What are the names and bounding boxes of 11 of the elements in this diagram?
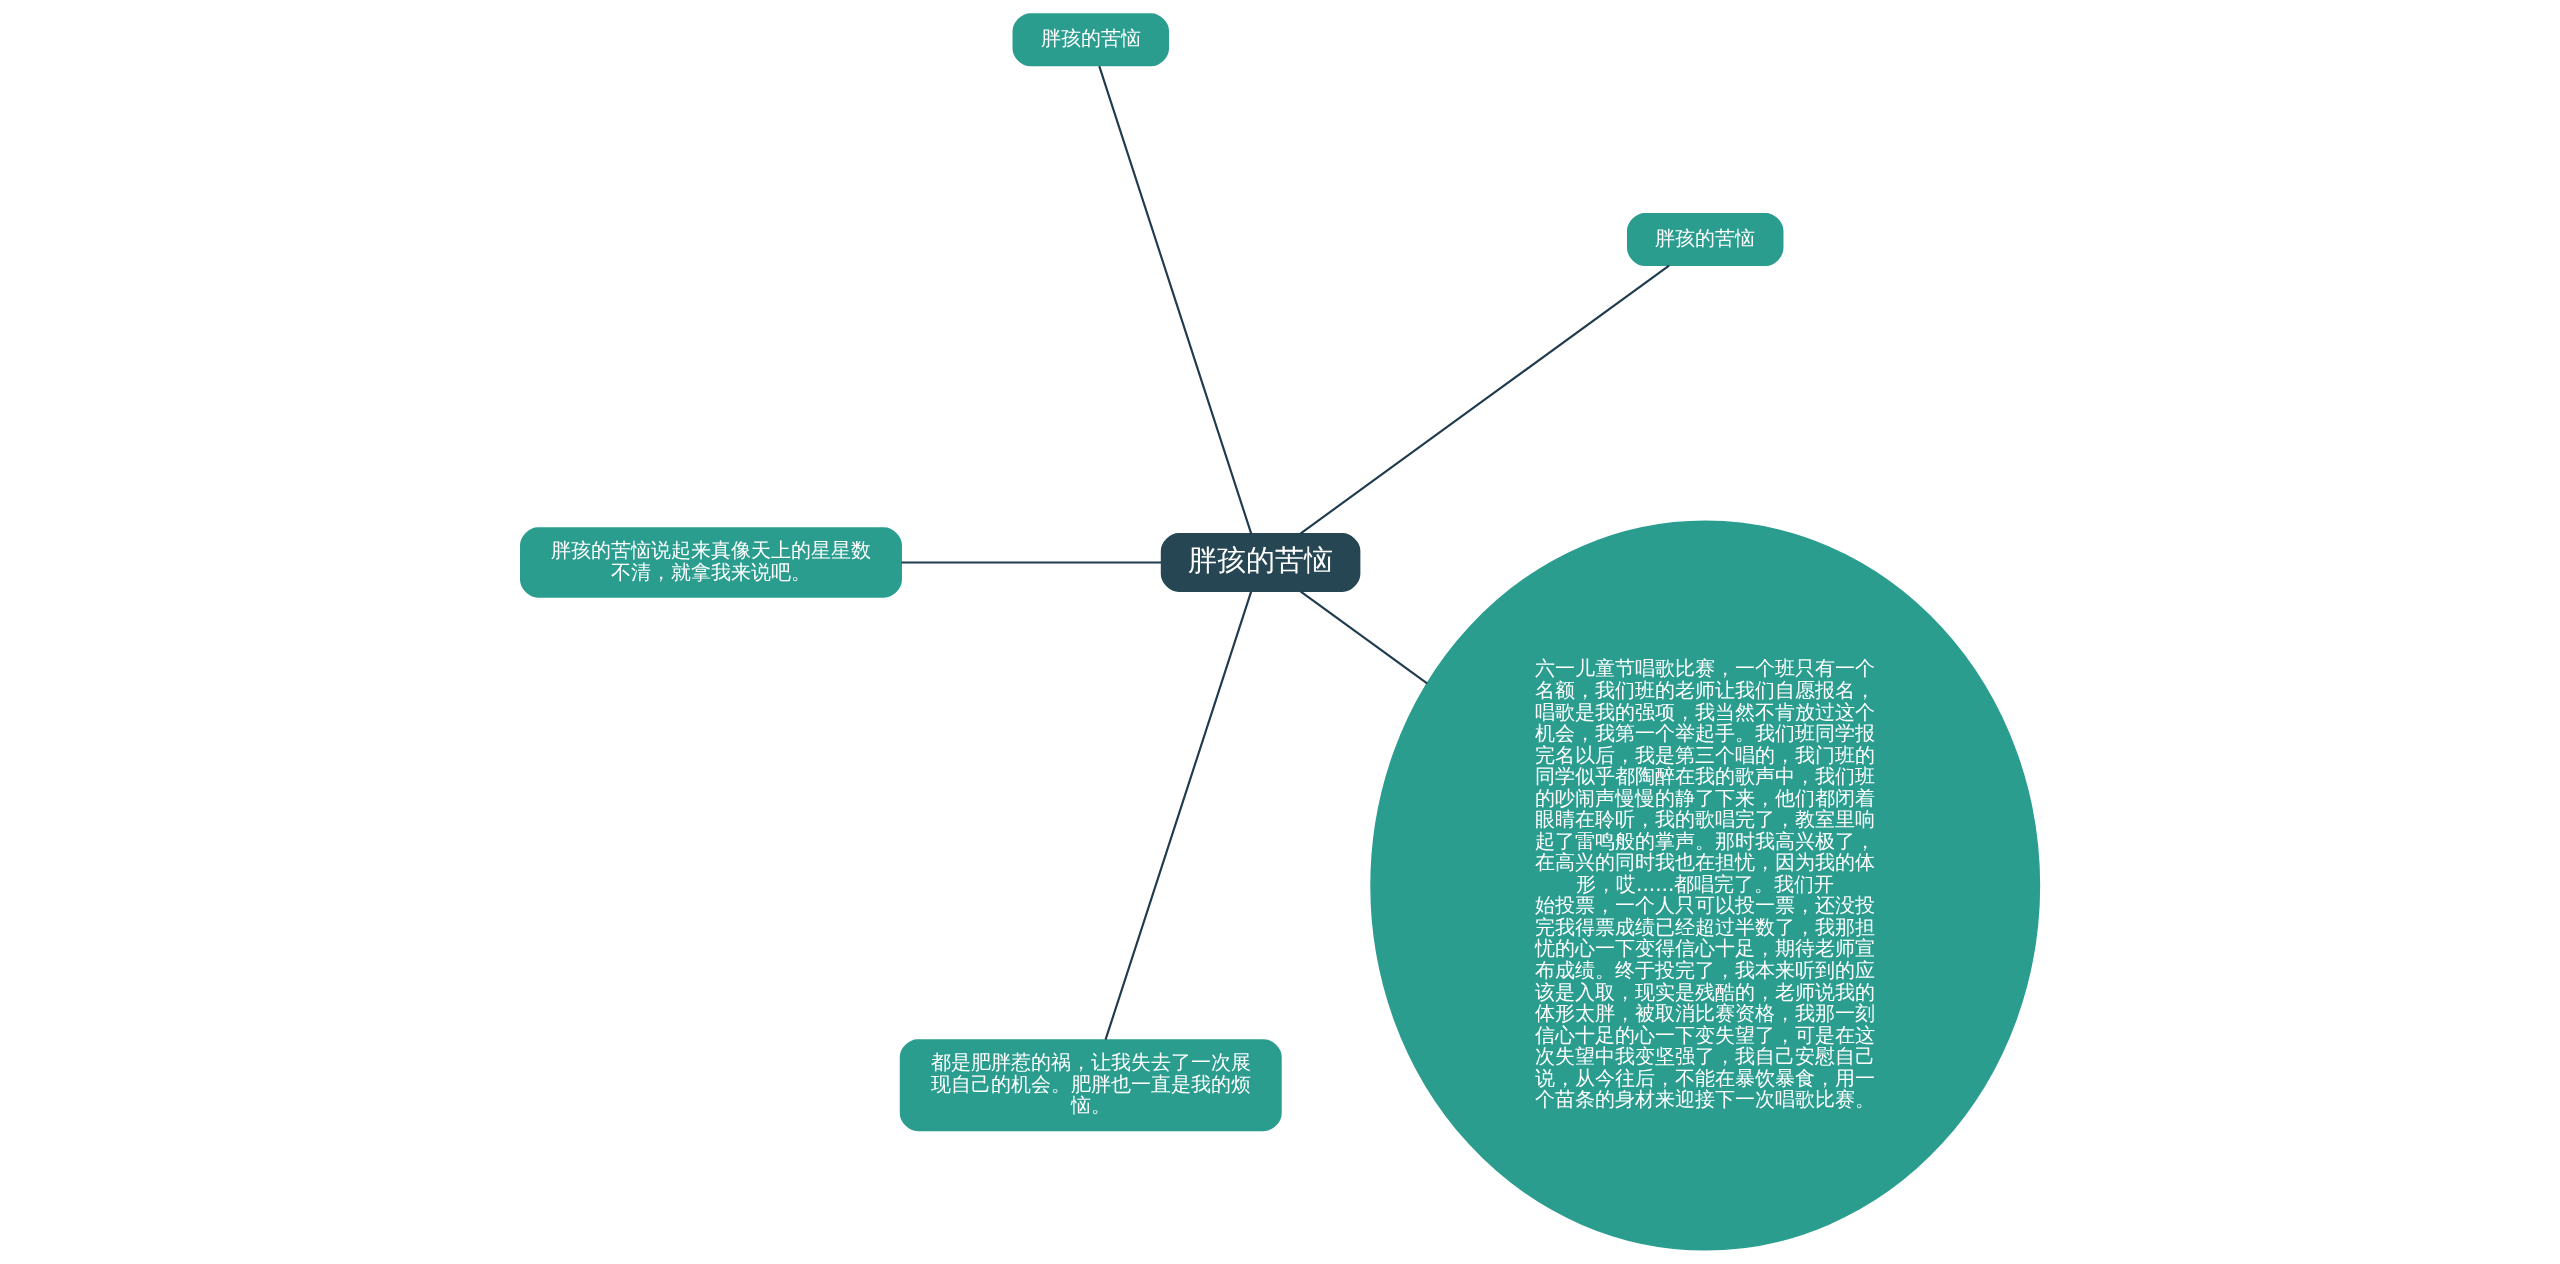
node-circle: 六一儿童节唱歌比赛，一个班只有一个名额，我们班的老师让我们自愿报名，唱歌是我的强项，我当然不肯放过这个机会，我第一个举起手。我们班同学报完名以后，我是第三个唱的，我门班的同学似乎都陶醉在我的歌声中，我们班的吵闹声慢慢的静了下来，他们都闭着眼睛在聆听，我的歌唱完了，教室里响起了雷鸣般的掌声。那时我高兴极了，在高兴的同时我也在担忧，因为我的体形，哎......都唱完了。我们开始投票，一个人只可以投一票，还没投完我得票成绩已经超过半数了，我那担忧的心一下变得信心十足，期待老师宣布成绩。终于投完了，我本来听到的应该是入取，现实是残酷的，老师说我的体形太胖，被取消比赛资格，我那一刻信心十足的心一下变失望了，可是在这次失望中我变坚强了，我自己安慰自己说，从今往后，不能在暴饮暴食，用一个苗条的身材来迎接下一次唱歌比赛。 bbox=[1370, 520, 2041, 1251]
connector bbox=[1098, 65, 1253, 534]
node-box: 胖孩的苦恼 bbox=[1626, 212, 1784, 267]
node-box: 胖孩的苦恼 bbox=[1160, 533, 1361, 592]
node-box: 胖孩的苦恼说起来真像天上的星星数不清，就拿我来说吧。 bbox=[520, 527, 902, 598]
connector bbox=[1104, 591, 1253, 1041]
node-box: 胖孩的苦恼 bbox=[1012, 13, 1169, 67]
connector bbox=[1299, 590, 1428, 685]
connector bbox=[901, 561, 1162, 564]
connector bbox=[1299, 264, 1670, 535]
node-box: 都是肥胖惹的祸，让我失去了一次展现自己的机会。肥胖也一直是我的烦恼。 bbox=[899, 1039, 1282, 1132]
